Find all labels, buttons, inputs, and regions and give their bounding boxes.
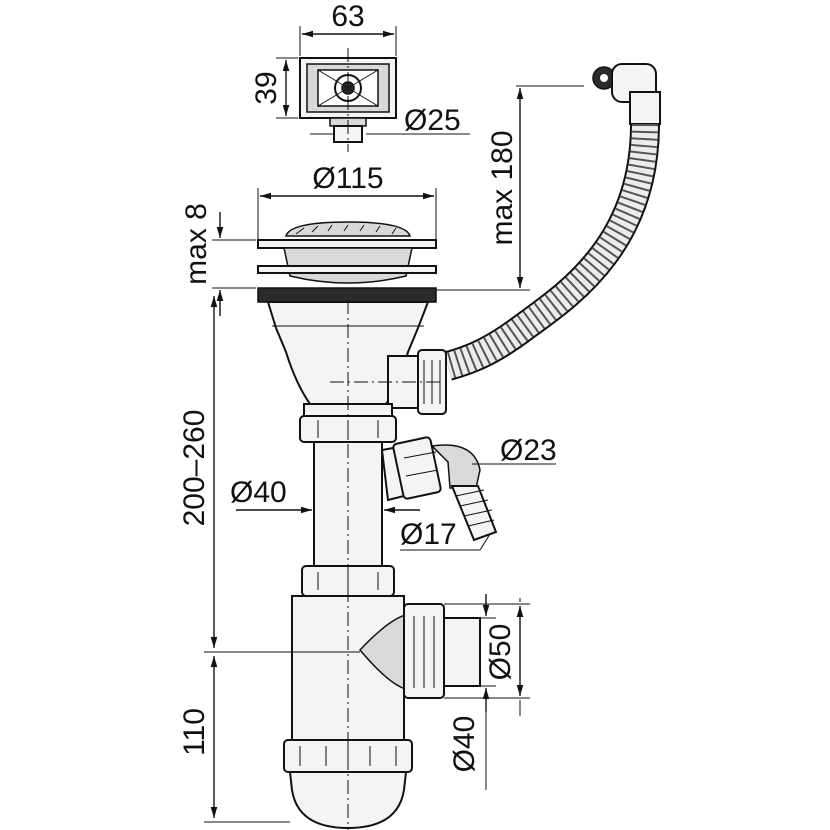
- strainer-diameter-label: Ø115: [312, 162, 383, 195]
- trap-height-label: 110: [178, 708, 211, 756]
- overflow-width-label: 63: [331, 0, 364, 33]
- strainer-basket: [257, 188, 437, 303]
- washer-inlet-diameter-label: Ø23: [500, 434, 557, 467]
- bottle-trap: [283, 595, 481, 830]
- outlet-body: [266, 301, 447, 415]
- sink-thickness-label: max 8: [180, 203, 213, 285]
- tailpipe-diameter-label: Ø40: [230, 476, 287, 509]
- washer-inlet-inner-label: Ø17: [400, 518, 457, 551]
- trap-outlet-outer-label: Ø50: [484, 624, 517, 681]
- overflow-hose: [443, 63, 661, 381]
- overflow-height-label: 39: [250, 71, 283, 104]
- outlet-height-label: 200–260: [178, 410, 211, 527]
- trap-outlet-inner-label: Ø40: [448, 716, 481, 773]
- overflow-outlet-diameter-label: Ø25: [404, 104, 461, 137]
- washer-inlet: [380, 436, 498, 542]
- hose-length-label: max 180: [486, 130, 519, 245]
